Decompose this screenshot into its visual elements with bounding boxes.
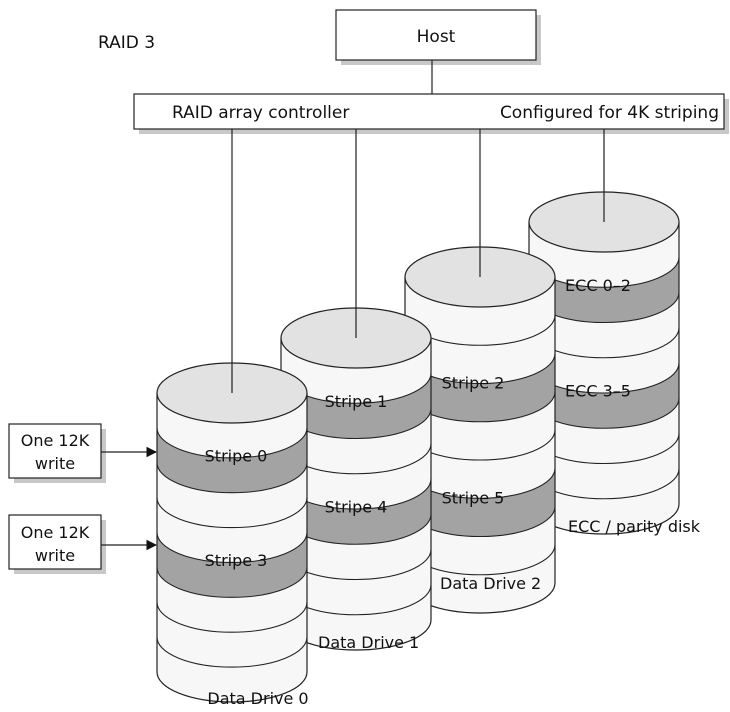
stripe-band [405,353,555,422]
host-box: Host [335,9,541,65]
stripe-band [157,427,307,493]
controller-label: RAID array controller [172,103,349,123]
stripe-label: Stripe 2 [442,374,505,393]
write-request-0: One 12K write [8,423,106,483]
stripe-band [157,532,307,598]
stripe-label: Stripe 4 [325,498,388,517]
drive-name-label: Data Drive 1 [318,633,419,652]
drive-name-label: ECC / parity disk [568,517,701,536]
drive-0: Stripe 0 Stripe 3 Data Drive 0 [156,129,309,708]
stripe-label: ECC 0–2 [565,276,631,295]
drive-body [157,393,307,702]
stripe-band [405,468,555,537]
stripe-label: Stripe 1 [325,392,388,411]
platter-divider [156,532,308,564]
write-label-line1: One 12K [21,523,90,542]
platter-divider [156,497,308,529]
write-request-1: One 12K write [8,514,106,574]
platter-divider [156,427,308,459]
stripe-band [281,373,432,439]
platter-divider [156,637,308,668]
stripe-band [281,479,432,545]
stripe-label: ECC 3–5 [565,382,631,401]
platter-divider [156,602,308,633]
drive-2: Stripe 2 Stripe 5 Data Drive 2 [404,129,556,614]
diagram-title: RAID 3 [98,33,155,53]
stripe-label: Stripe 3 [205,551,268,570]
write-label-line2: write [35,454,75,473]
drive-name-label: Data Drive 2 [440,574,541,593]
platter-divider [156,567,308,598]
stripe-band [529,257,679,323]
stripe-label: Stripe 5 [442,488,505,507]
controller-config-label: Configured for 4K striping [500,103,719,123]
raid-controller: RAID array controller Configured for 4K … [133,93,729,134]
host-label: Host [417,27,456,47]
drive-1: Stripe 1 Stripe 4 Data Drive 1 [280,129,432,652]
drive-bottom-edge [156,671,308,703]
write-label-line1: One 12K [21,431,90,450]
stripe-label: Stripe 0 [205,446,268,465]
stripe-band [529,363,679,429]
drive-name-label: Data Drive 0 [207,689,308,708]
write-label-line2: write [35,546,75,565]
platter-divider [156,462,308,494]
